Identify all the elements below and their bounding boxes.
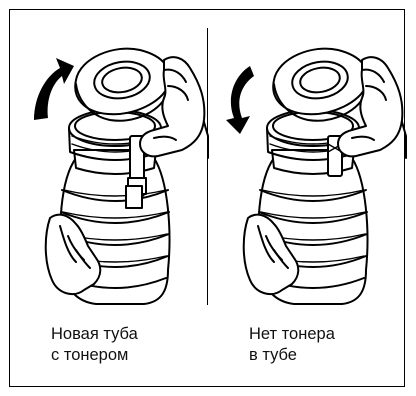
caption-new-toner: Новая туба с тонером bbox=[51, 324, 138, 366]
bottle-cap bbox=[75, 49, 169, 121]
new-toner-bottle-illustration bbox=[18, 40, 210, 308]
curved-arrow-down-icon bbox=[226, 66, 254, 134]
caption-line: Нет тонера bbox=[249, 324, 335, 345]
caption-empty-toner: Нет тонера в тубе bbox=[249, 324, 335, 366]
empty-toner-bottle-illustration bbox=[216, 40, 408, 308]
caption-line: в тубе bbox=[249, 345, 335, 366]
bottle-cap bbox=[273, 49, 367, 121]
caption-line: Новая туба bbox=[51, 324, 138, 345]
curved-arrow-up-icon bbox=[34, 58, 74, 120]
caption-line: с тонером bbox=[51, 345, 138, 366]
